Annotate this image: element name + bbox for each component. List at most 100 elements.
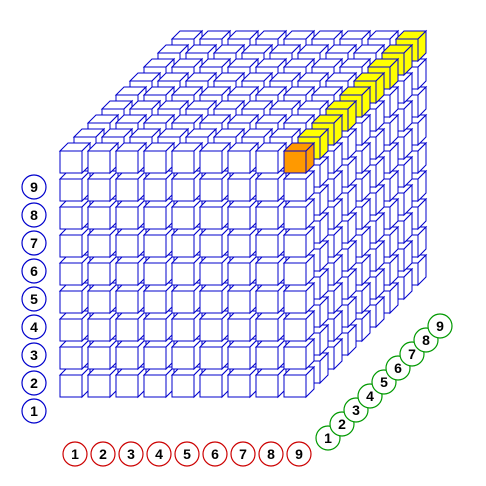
axis-label-text: 6 [30,263,38,279]
cube [170,169,204,203]
cube [226,141,260,175]
axis-label-text: 6 [394,360,402,376]
cube [114,365,148,399]
horizontal-axis-label: 8 [258,441,284,467]
axis-label-text: 7 [408,346,416,362]
vertical-axis-label: 5 [21,286,47,312]
cube [142,253,176,287]
horizontal-axis-label: 3 [118,441,144,467]
cube [254,253,288,287]
axis-label-text: 4 [155,446,163,462]
axis-label-text: 7 [30,235,38,251]
cube [86,337,120,371]
cube [142,197,176,231]
axis-label-text: 9 [30,179,38,195]
cube [86,253,120,287]
axis-label-text: 9 [295,446,303,462]
axis-label-text: 4 [366,388,374,404]
cube [58,309,92,343]
cube [86,225,120,259]
cube [198,309,232,343]
cube [226,169,260,203]
cube [114,169,148,203]
cube [254,225,288,259]
axis-label-text: 9 [436,318,444,334]
cube [282,141,316,175]
cube [198,281,232,315]
axis-label-text: 8 [30,207,38,223]
axis-label-text: 2 [338,416,346,432]
cube [170,225,204,259]
axis-label-text: 1 [71,446,79,462]
axis-label-text: 2 [30,375,38,391]
cube [198,253,232,287]
cube [198,197,232,231]
axis-label-text: 8 [267,446,275,462]
axis-label-text: 5 [380,374,388,390]
cube [226,309,260,343]
vertical-axis-label: 9 [21,174,47,200]
cube [58,337,92,371]
cube [282,365,316,399]
cube [114,141,148,175]
axis-label-text: 8 [422,332,430,348]
cube [282,225,316,259]
horizontal-axis-label: 9 [286,441,312,467]
cube [114,309,148,343]
cube [170,337,204,371]
cube [170,309,204,343]
axis-label-text: 5 [30,291,38,307]
cube [86,169,120,203]
cube [254,281,288,315]
cube [282,253,316,287]
cube [226,253,260,287]
cube [58,365,92,399]
cube [114,225,148,259]
horizontal-axis-label: 2 [90,441,116,467]
cube [86,197,120,231]
cube [86,281,120,315]
cube [114,253,148,287]
cube [226,337,260,371]
vertical-axis-label: 2 [21,370,47,396]
cube [226,365,260,399]
cube [114,281,148,315]
vertical-axis-label: 3 [21,342,47,368]
cube [170,141,204,175]
horizontal-axis-label: 6 [202,441,228,467]
axis-label-text: 3 [352,402,360,418]
cube [282,197,316,231]
cube [58,141,92,175]
cube [86,365,120,399]
vertical-axis-label: 1 [21,398,47,424]
cube [86,141,120,175]
cube [142,337,176,371]
cube [282,169,316,203]
cube [282,309,316,343]
axis-label-text: 1 [324,430,332,446]
cube [142,365,176,399]
vertical-axis-label: 7 [21,230,47,256]
cube [142,225,176,259]
axis-label-text: 3 [127,446,135,462]
vertical-axis-label: 6 [21,258,47,284]
axis-label-text: 3 [30,347,38,363]
cube [254,141,288,175]
depth-axis-label: 9 [427,313,453,339]
cube [58,281,92,315]
cube [142,169,176,203]
cube [142,281,176,315]
cube [254,169,288,203]
cube [86,309,120,343]
axis-label-text: 5 [183,446,191,462]
cube [58,169,92,203]
cube [226,281,260,315]
cube [58,253,92,287]
axis-label-text: 1 [30,403,38,419]
cube [170,365,204,399]
cube [170,281,204,315]
cube [254,337,288,371]
